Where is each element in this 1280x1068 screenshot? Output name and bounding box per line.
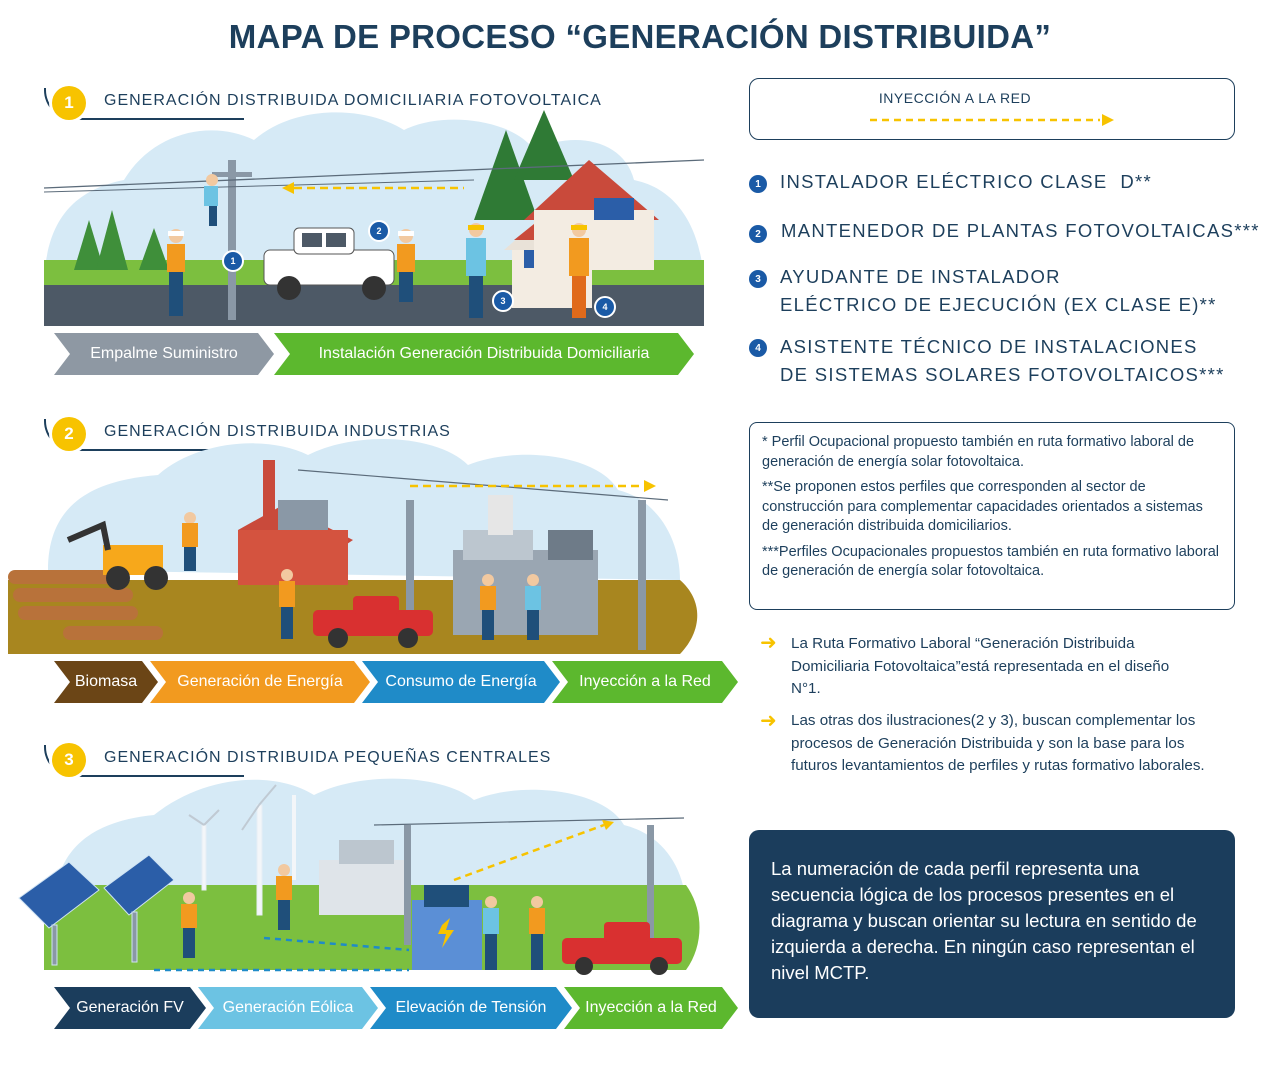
section-2-scene-svg	[8, 438, 698, 654]
factory-icon	[238, 460, 353, 585]
worker-icon	[181, 892, 197, 958]
role-pin-4: 4	[594, 296, 616, 318]
step-generacion-eolica: Generación Eólica	[198, 987, 378, 1029]
transformer-icon	[412, 885, 482, 970]
summary-text: La numeración de cada perfil representa …	[771, 858, 1197, 983]
section-1-header-line	[84, 118, 244, 120]
utility-pole	[638, 500, 646, 650]
summary-box: La numeración de cada perfil representa …	[749, 830, 1235, 1018]
section-3-title: GENERACIÓN DISTRIBUIDA PEQUEÑAS CENTRALE…	[104, 749, 552, 766]
lineman-worker-icon	[204, 174, 218, 226]
section-3-illustration	[14, 770, 714, 978]
role-3-line-1: AYUDANTE DE INSTALADOR	[780, 266, 1061, 287]
worker-icon	[182, 512, 198, 571]
section-3-header-line	[84, 775, 244, 777]
section-2-header: 2 GENERACIÓN DISTRIBUIDA INDUSTRIAS	[44, 417, 664, 457]
utility-pole	[406, 500, 414, 610]
role-3-line-2: ELÉCTRICO DE EJECUCIÓN (EX CLASE E)**	[780, 294, 1217, 315]
role-4-line-2: DE SISTEMAS SOLARES FOTOVOLTAICOS***	[780, 364, 1225, 385]
worker-icon	[480, 574, 496, 640]
role-pin-2: 2	[368, 220, 390, 242]
section-1-number: 1	[52, 86, 86, 120]
worker-icon	[483, 896, 499, 970]
step-biomasa: Biomasa	[54, 661, 158, 703]
utility-pole	[404, 825, 411, 945]
worker-icon	[276, 864, 292, 930]
step-elevacion-de-tension: Elevación de Tensión	[370, 987, 572, 1029]
tree-icon	[74, 210, 169, 270]
note-3: ***Perfiles Ocupacionales propuestos tam…	[762, 543, 1219, 580]
worker-icon	[569, 223, 589, 318]
role-number-2: 2	[749, 225, 767, 243]
legend-box: INYECCIÓN A LA RED	[749, 78, 1235, 140]
flow-arrow-line	[263, 936, 410, 952]
section-2-number: 2	[52, 417, 86, 451]
arrow-right-icon: ➜	[760, 632, 777, 654]
solar-panel-array-icon	[18, 854, 175, 966]
section-3-scene-svg	[18, 778, 700, 975]
section-2-header-line	[84, 449, 244, 451]
role-pin-1: 1	[222, 250, 244, 272]
worker-icon	[167, 229, 185, 316]
power-line	[44, 179, 475, 193]
section-1-header: 1 GENERACIÓN DISTRIBUIDA DOMICILIARIA FO…	[44, 86, 664, 126]
house-icon	[524, 160, 659, 270]
section-2-title: GENERACIÓN DISTRIBUIDA INDUSTRIAS	[104, 423, 451, 440]
injection-arrow-head	[282, 182, 294, 194]
control-building-icon	[319, 840, 404, 915]
section-3-header: 3 GENERACIÓN DISTRIBUIDA PEQUEÑAS CENTRA…	[44, 743, 664, 783]
loader-machine-icon	[66, 520, 168, 590]
wind-turbine-icon	[188, 784, 296, 916]
role-pin-3: 3	[492, 290, 514, 312]
legend-arrow-icon	[870, 114, 1114, 126]
arrow-right-icon: ➜	[760, 710, 777, 732]
step-generacion-fv: Generación FV	[54, 987, 206, 1029]
utility-pole	[228, 160, 236, 320]
section-3-number: 3	[52, 743, 86, 777]
worker-icon	[397, 229, 415, 302]
section-1-scene-svg	[44, 110, 704, 326]
bullet-1: La Ruta Formativo Laboral “Generación Di…	[791, 635, 1170, 697]
note-2: **Se proponen estos perfiles que corresp…	[762, 479, 1203, 534]
step-instalacion-generacion: Instalación Generación Distribuida Domic…	[274, 333, 694, 375]
notes-box: * Perfil Ocupacional propuesto también e…	[749, 422, 1235, 610]
worker-icon	[279, 569, 295, 639]
power-line	[373, 817, 685, 826]
pickup-truck-icon	[562, 922, 682, 975]
section-1-illustration: 1 2 3 4	[44, 100, 704, 326]
step-inyeccion-a-la-red-3: Inyección a la Red	[564, 987, 738, 1029]
section-2-illustration	[8, 430, 708, 654]
role-number-4: 4	[749, 339, 767, 357]
role-1-line-1: INSTALADOR ELÉCTRICO CLASE D**	[780, 171, 1153, 192]
page-title: MAPA DE PROCESO “GENERACIÓN DISTRIBUIDA”	[228, 18, 1052, 55]
role-number-3: 3	[749, 270, 767, 288]
role-number-1: 1	[749, 175, 767, 193]
injection-arrow-line	[453, 823, 605, 882]
step-generacion-de-energia: Generación de Energía	[150, 661, 370, 703]
worker-icon	[529, 896, 545, 970]
role-2-line-1: MANTENEDOR DE PLANTAS FOTOVOLTAICAS***	[781, 220, 1260, 241]
log-pile-icon	[8, 570, 163, 640]
pine-tree-icon	[474, 110, 574, 220]
worker-icon	[525, 574, 541, 640]
injection-arrow-head	[602, 820, 614, 830]
section-1-title: GENERACIÓN DISTRIBUIDA DOMICILIARIA FOTO…	[104, 92, 602, 109]
legend-label: INYECCIÓN A LA RED	[878, 90, 1032, 106]
pole-crossbar	[212, 172, 252, 177]
pickup-truck-icon	[263, 227, 395, 300]
injection-arrow-head	[644, 480, 656, 492]
role-4-line-1: ASISTENTE TÉCNICO DE INSTALACIONES	[780, 336, 1198, 357]
step-consumo-de-energia: Consumo de Energía	[362, 661, 560, 703]
worker-icon	[466, 223, 486, 318]
step-empalme-suministro: Empalme Suministro	[54, 333, 274, 375]
pickup-truck-icon	[313, 596, 433, 648]
utility-pole	[647, 825, 654, 955]
note-1: * Perfil Ocupacional propuesto también e…	[762, 434, 1195, 470]
step-inyeccion-a-la-red: Inyección a la Red	[552, 661, 738, 703]
bullet-2: Las otras dos ilustraciones(2 y 3), busc…	[791, 712, 1205, 774]
